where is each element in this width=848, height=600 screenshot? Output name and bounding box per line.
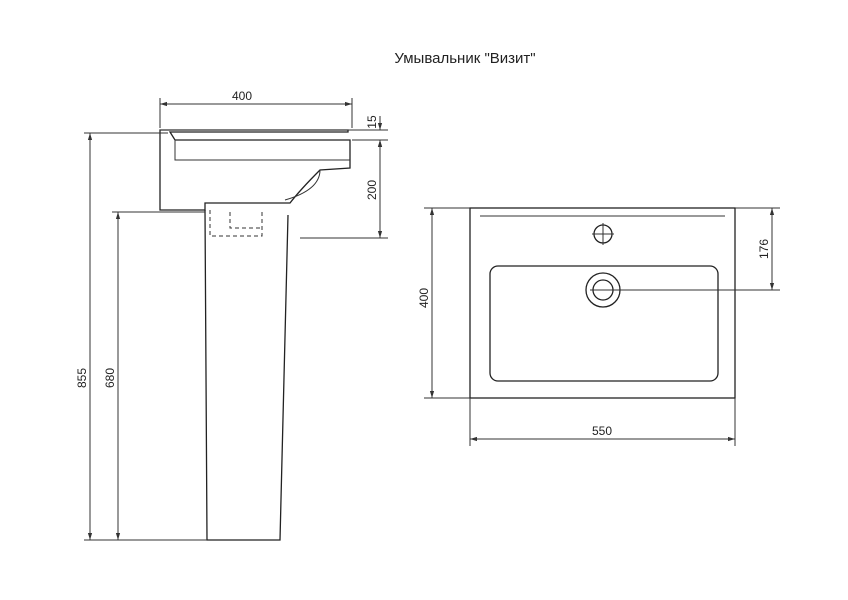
dim-total-height-label: 855 [75, 368, 89, 388]
dim-top-depth-label: 400 [417, 288, 431, 308]
dim-pedestal-height-label: 680 [103, 368, 117, 388]
basin-top-outline [469, 207, 736, 399]
dim-side-width-label: 400 [232, 89, 252, 103]
pedestal-outline [204, 209, 289, 541]
top-view: 400 176 550 [417, 207, 780, 446]
bowl-outline [489, 265, 719, 382]
drain-trap [209, 210, 263, 237]
drawing-title: Умывальник "Визит" [394, 50, 536, 67]
basin-outline [159, 129, 351, 211]
dim-rim-label: 15 [365, 115, 379, 129]
dim-top-width-label: 550 [592, 424, 612, 438]
side-view: 400 15 200 855 680 [75, 89, 388, 541]
dim-drain-offset-label: 176 [757, 239, 771, 259]
dim-bowl-height-label: 200 [365, 180, 379, 200]
